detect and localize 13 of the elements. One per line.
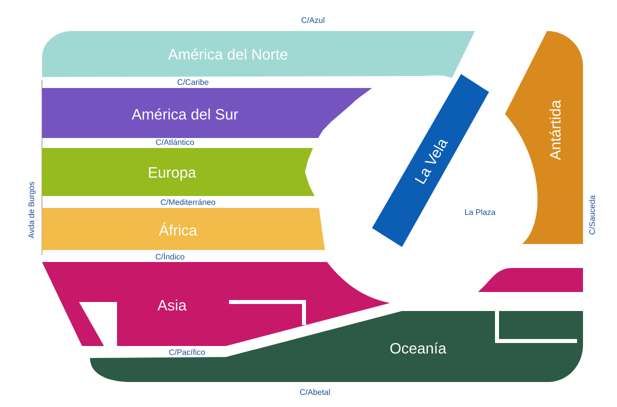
street-label: C/Mediterráneo — [160, 199, 216, 205]
region-block: América del Sur — [42, 88, 372, 138]
street-label: C/Azul — [302, 17, 324, 23]
region-block: África — [42, 208, 325, 250]
street-label: C/Pacífico — [169, 349, 205, 355]
region-block: Antártida — [505, 31, 583, 244]
street-label: C/Índico — [156, 252, 184, 260]
node-label: Asia — [157, 299, 187, 311]
street-label: C/Atlántico — [156, 139, 194, 145]
region-block: Europa — [42, 148, 314, 196]
region-block: América del Norte — [42, 31, 475, 78]
street-label: Avda de Burgos — [28, 182, 36, 238]
street-label: C/Caribe — [178, 79, 208, 85]
